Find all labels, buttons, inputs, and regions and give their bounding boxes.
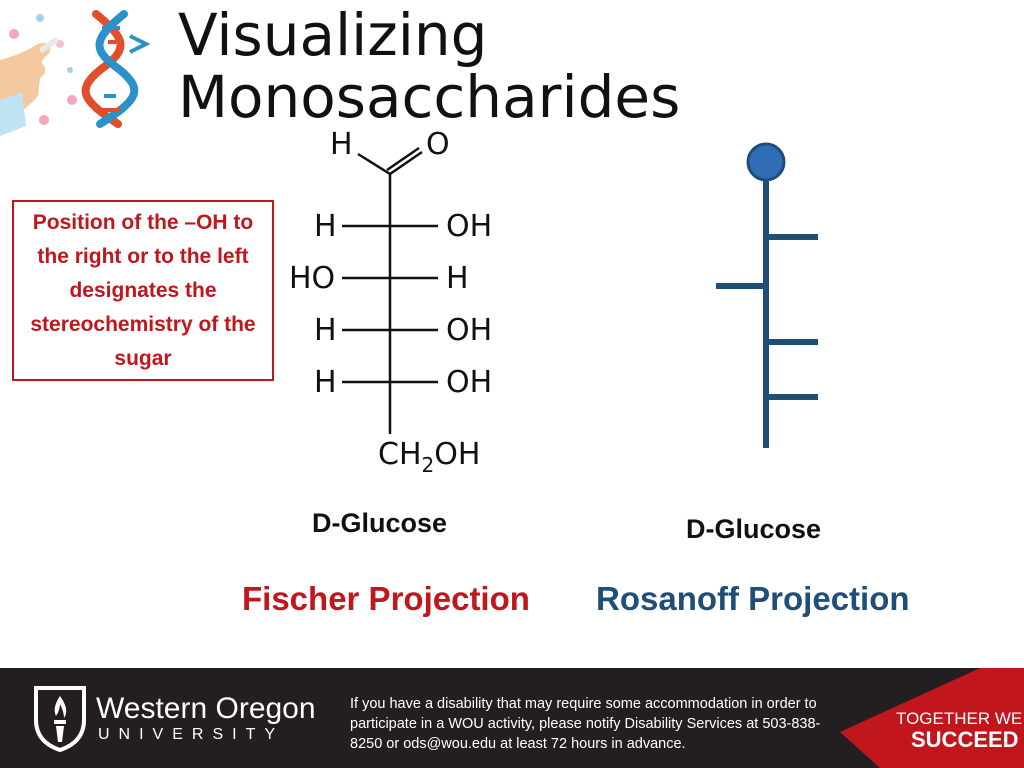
row-2-left: HO xyxy=(289,261,336,296)
dna-hand-illustration xyxy=(0,10,151,136)
stereochemistry-callout: Position of the –OH to the right or to t… xyxy=(12,200,274,381)
ch-label: CH xyxy=(378,437,422,472)
footer-bar xyxy=(0,668,1024,768)
dna-icon xyxy=(81,10,151,128)
rosanoff-projection xyxy=(716,142,818,448)
page-title: Visualizing Monosaccharides xyxy=(178,1,681,131)
footer-red-accent xyxy=(840,668,1024,768)
row-4-right: OH xyxy=(446,365,493,400)
aldehyde-o-label: O xyxy=(426,127,450,162)
row-3-left: H xyxy=(314,313,337,348)
ch2oh-label: CH2OH xyxy=(378,437,481,478)
wou-torch-logo-icon xyxy=(34,686,86,752)
fischer-caption: D-Glucose xyxy=(312,508,448,538)
subscript-2: 2 xyxy=(421,453,435,477)
callout-text: Position of the –OH to the right or to t… xyxy=(30,210,256,370)
row-2-right: H xyxy=(446,261,469,296)
oh-label: OH xyxy=(434,437,481,472)
rosanoff-projection-label: Rosanoff Projection xyxy=(596,580,910,617)
slogan-line-2: SUCCEED xyxy=(911,727,1019,752)
fischer-projection-label: Fischer Projection xyxy=(242,580,530,617)
row-1-left: H xyxy=(314,209,337,244)
aldehyde-h-label: H xyxy=(330,127,353,162)
university-name: Western Oregon xyxy=(96,692,316,725)
hand-icon xyxy=(0,37,59,136)
row-1-right: OH xyxy=(446,209,493,244)
rosanoff-aldehyde-node xyxy=(746,142,786,182)
slogan-line-1: TOGETHER WE xyxy=(896,709,1023,728)
university-subtitle: UNIVERSITY xyxy=(98,726,285,743)
row-4-left: H xyxy=(314,365,337,400)
fischer-projection-lines xyxy=(342,146,438,434)
disability-notice: If you have a disability that may requir… xyxy=(350,696,821,752)
rosanoff-caption: D-Glucose xyxy=(686,514,822,544)
row-3-right: OH xyxy=(446,313,493,348)
